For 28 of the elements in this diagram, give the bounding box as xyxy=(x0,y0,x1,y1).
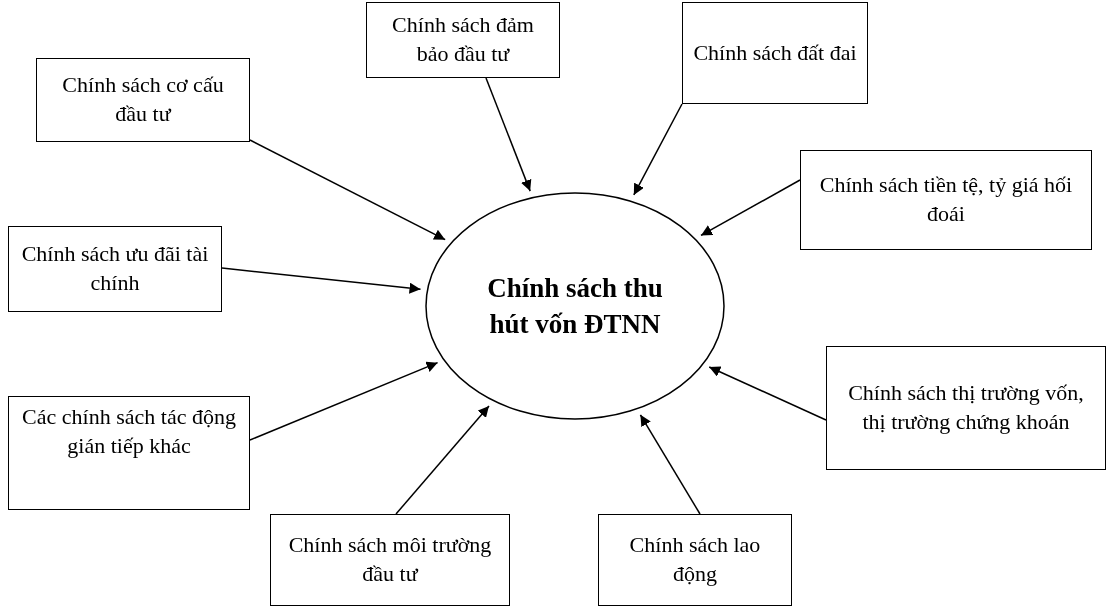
box-label: Chính sách đảm bảo đầu tư xyxy=(391,11,535,68)
arrow xyxy=(639,414,701,515)
arrow xyxy=(249,361,439,441)
arrow xyxy=(221,267,422,294)
policy-box xyxy=(800,150,1092,250)
arrow xyxy=(700,179,801,237)
policy-box xyxy=(598,514,792,606)
box-label: Chính sách thị trường vốn, thị trường chứng khoán xyxy=(847,379,1085,436)
policy-box xyxy=(8,396,250,510)
arrow xyxy=(485,77,532,192)
center-label: Chính sách thu hút vốn ĐTNN xyxy=(487,272,663,339)
box-label: Các chính sách tác động gián tiếp khác xyxy=(21,403,237,460)
box-label: Chính sách tiền tệ, tỷ giá hối đoái xyxy=(818,171,1074,228)
policy-box xyxy=(270,514,510,606)
arrow xyxy=(249,139,446,241)
policy-box xyxy=(826,346,1106,470)
policy-box xyxy=(36,58,250,142)
box-label: Chính sách cơ cấu đầu tư xyxy=(61,71,225,128)
box-label: Chính sách lao động xyxy=(628,531,762,588)
arrow xyxy=(708,366,827,421)
arrow xyxy=(633,103,683,196)
box-label: Chính sách đất đai xyxy=(693,38,857,67)
policy-box xyxy=(366,2,560,78)
box-label: Chính sách môi trường đầu tư xyxy=(287,531,493,588)
arrow xyxy=(395,405,490,515)
box-label: Chính sách ưu đãi tài chính xyxy=(20,240,210,297)
policy-box xyxy=(8,226,222,312)
policy-box xyxy=(682,2,868,104)
